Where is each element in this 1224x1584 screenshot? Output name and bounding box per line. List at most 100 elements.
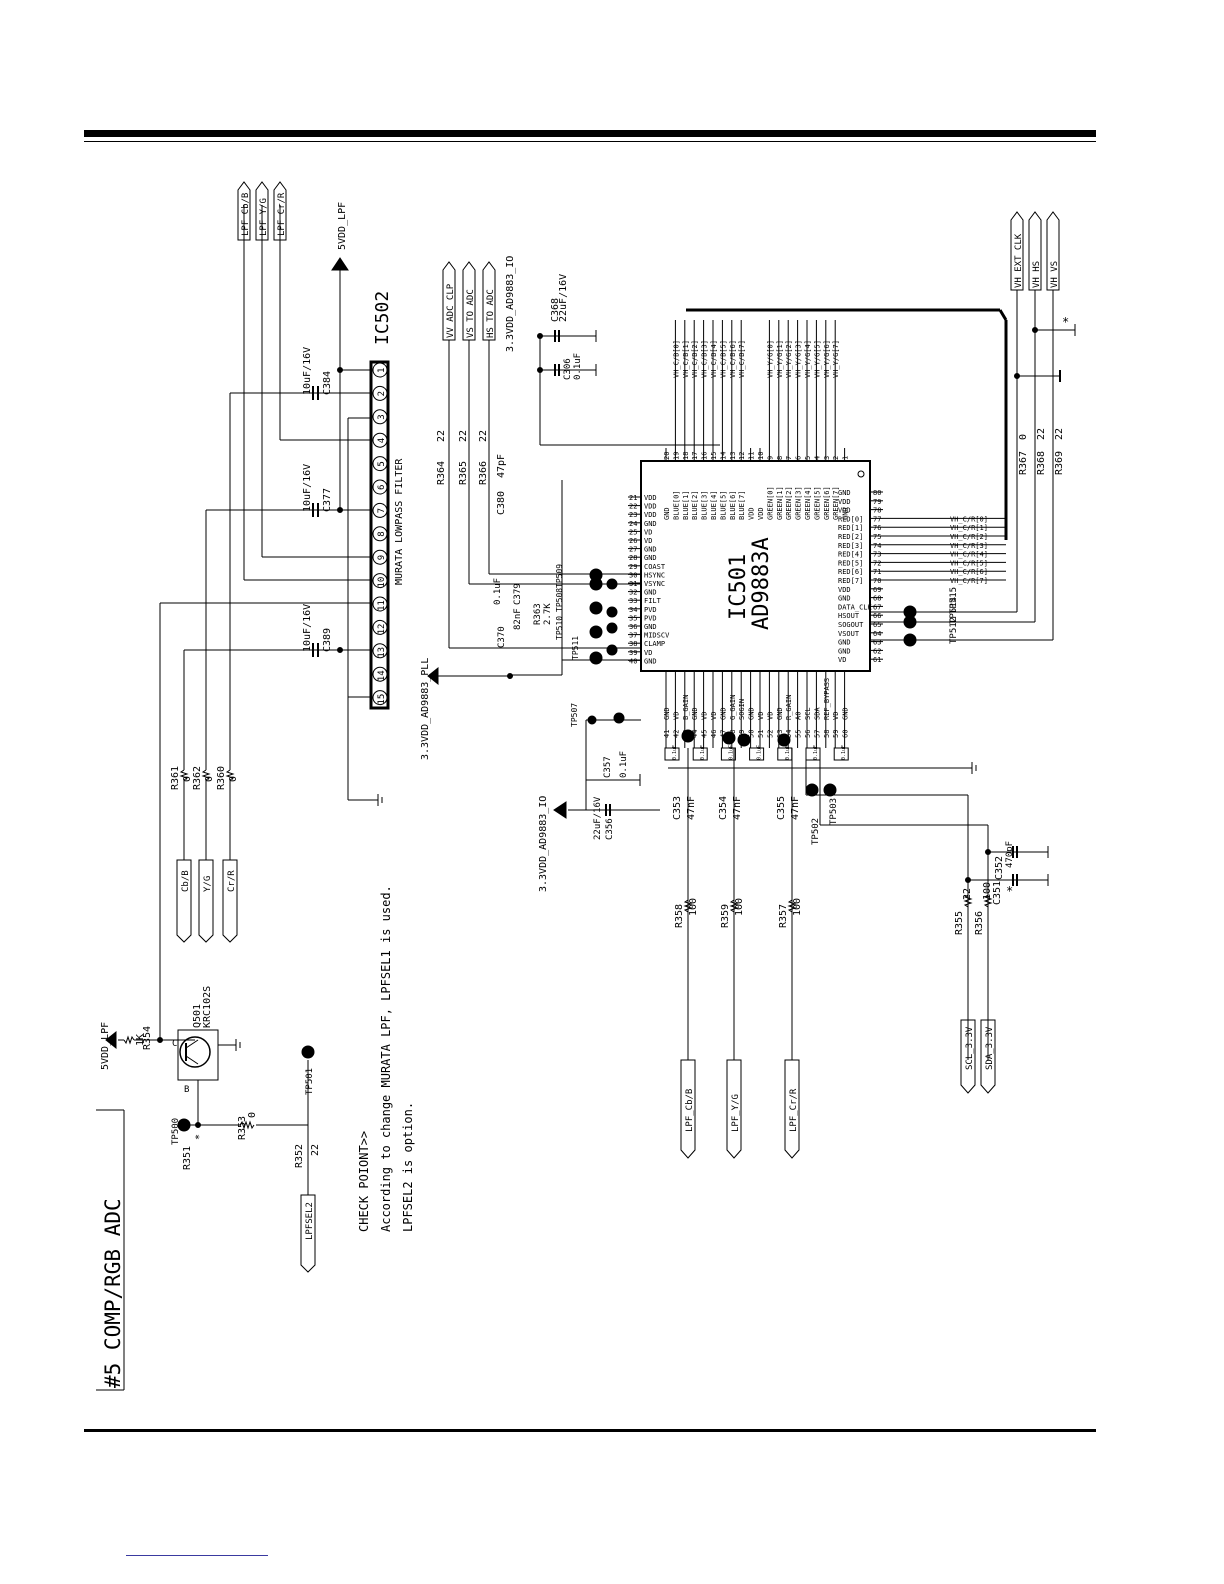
r360-val: 0 [228,776,239,782]
bottom-testpoints[interactable] [681,729,837,797]
r362a-ref: R362 [192,766,203,790]
c377-val: 10uF/16V [302,464,313,512]
adc-left-pin-number: 23 [629,511,637,519]
note-line-2: According to change MURATA LPF, LPFSEL1 … [379,885,393,1232]
lpf-pin-marker [372,502,388,518]
adc-left-pin-name: VD [644,528,652,536]
adc-left-pin-name: COAST [644,563,666,571]
adc-left-pin-name: CLAMP [644,640,665,648]
adc-left-pin-name: GND [644,657,657,665]
r359-val: 100 [734,898,745,916]
bus-red-label: VH_C/R[6] [950,568,988,576]
tp501-dot[interactable] [301,1045,315,1059]
port-vh-ext-clk: VH_EXT_CLK [1014,233,1024,288]
adc-bottom-pin-name: A0 [795,712,803,720]
right-testpoints[interactable] [903,605,917,647]
tp509-label: TP509 [555,564,564,588]
adc-bottom-pin-number: 44 [691,730,699,738]
bottom-cap-value: 0.1uF [757,745,763,760]
adc-top-pin-name: GREEN[5] [813,486,821,520]
adc-top-pin-number: 20 [663,452,671,460]
bus-red-label: VH_C/R[5] [950,559,988,567]
adc-top-pin-number: 5 [804,456,812,460]
bus-red-label: VH_C/R[1] [950,524,988,532]
adc-left-pin-number: 39 [629,649,637,657]
c389-ref: C389 [322,628,333,652]
tp502-label: TP502 [811,818,821,845]
lpf-pin-number: 5 [377,461,387,466]
lpf-pin-marker [372,526,388,542]
bus-red-label: VH_C/R[0] [950,515,988,523]
c351-ref: C351 [992,881,1003,905]
adc-top-pin-name: GREEN[1] [776,486,784,520]
adc-bottom-pin-name: VD [832,712,840,720]
adc-left-pin-name: VSYNC [644,580,665,588]
adc-right-pin-number: 64 [873,630,881,638]
adc-right-pin-number: 74 [873,542,881,550]
footer-link-underline[interactable] [126,1555,268,1556]
tp515-label: TP515 [949,587,959,614]
bottom-cap-value: 0.1uF [728,745,734,760]
tp500-dot[interactable] [177,1118,191,1132]
adc-bottom-pin-name: GND [776,707,784,720]
adc-top-pin-name: BLUE[7] [738,490,746,520]
cap-c377 [312,503,319,517]
lpf-pin-number: 4 [377,438,387,443]
c353-ref: C353 [672,796,683,820]
left-testpoints[interactable] [587,568,625,725]
lpf-pin-number: 14 [377,670,387,681]
c379-ref: C379 [513,583,523,605]
adc-top-pin-number: 8 [776,456,784,460]
adc-bottom-pin-number: 50 [748,730,756,738]
c356-val: 22uF/16V [593,796,603,840]
c368-val: 22uF/16V [558,274,569,322]
adc-bottom-pin-number: 55 [795,730,803,738]
adc-bottom-pin-number: 57 [813,730,821,738]
c356-ref: C356 [605,818,615,840]
c306-ref: C306 [563,358,573,380]
io-decoupling [537,330,720,446]
io-arrow-bottom [553,801,567,819]
adc-right-pin-name: RED[0] [838,515,863,523]
adc-right-pin-name: RED[5] [838,559,863,567]
r352-ref: R352 [294,1144,305,1168]
cap-c389 [312,643,319,657]
adc-top-pin-name: BLUE[4] [710,490,718,520]
r361-ref: R361 [170,766,181,790]
tp503-label: TP503 [829,798,839,825]
c377-ref: C377 [322,488,333,512]
adc-right-pin-name: GND [838,595,851,603]
adc-top-pin-number: 19 [672,452,680,460]
cap-c384 [312,386,319,400]
lpf-wiring [159,205,383,1040]
adc-left-pin-name: VDD [644,503,657,511]
ic502-ref: IC502 [372,291,393,345]
adc-top-pin-number: 13 [729,452,737,460]
bottom-cap [692,747,708,761]
c357-val: 0.1uF [619,751,629,778]
bus-blue-label: VH_C/B[7] [738,340,746,378]
adc-right-pin-number: 79 [873,498,881,506]
bus-green-label: VH_Y/G[7] [832,340,840,378]
adc-right-pin-number: 62 [873,647,881,655]
q501-val: KRC102S [202,986,213,1028]
lpf-pin-marker [372,666,388,682]
c357-ref: C357 [603,756,613,778]
port-hs-to-adc: HS_TO_ADC [486,289,496,338]
port-lpfsel2 [300,1194,316,1273]
bus-blue-label: VH_C/B[4] [710,340,718,378]
bus-blue-label: VH_C/B[6] [729,340,737,378]
adc-bottom-pin-name: REF_BYPASS [823,678,831,720]
adc-bottom-pin-name: SDA [813,707,821,720]
adc-left-pin-name: GND [644,520,657,528]
adc-left-pin-name: GND [644,554,657,562]
r369-val: 22 [1054,428,1065,440]
pwr-io-top: 3.3VDD_AD9883_IO [505,256,516,352]
adc-left-pin-name: GND [644,623,657,631]
adc-top-pin-number: 3 [823,456,831,460]
bus-blue-label: VH_C/B[2] [691,340,699,378]
bottom-cap-value: 0.1uF [700,745,706,760]
r364-val: 22 [436,430,447,442]
lpf-pin-number: 10 [377,577,387,588]
